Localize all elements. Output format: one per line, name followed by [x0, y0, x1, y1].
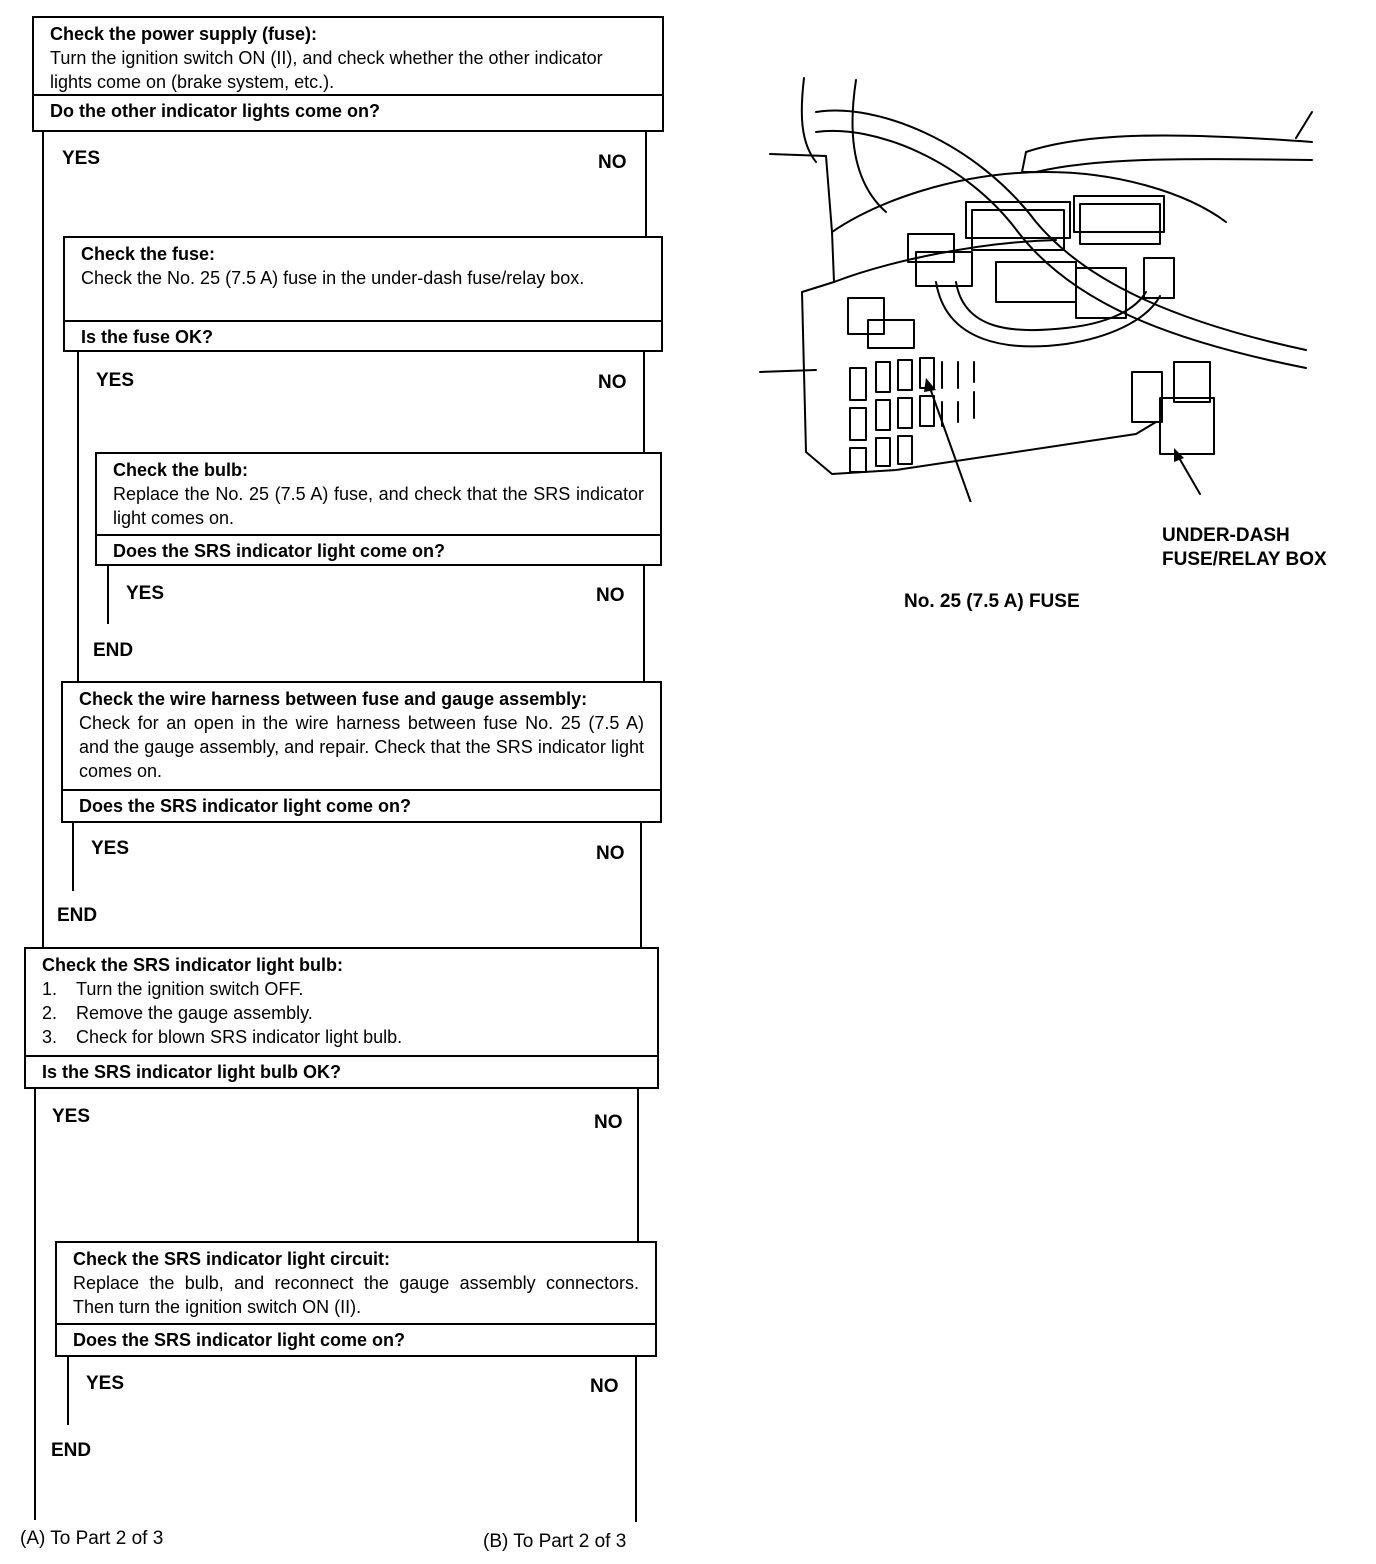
- step-power-supply-yes: YES: [62, 148, 101, 169]
- step-wire-harness-question: Does the SRS indicator light come on?: [79, 796, 412, 816]
- connector-line: [107, 566, 109, 624]
- step-check-fuse-yes: YES: [96, 370, 135, 391]
- footer-part-a: (A) To Part 2 of 3: [20, 1528, 164, 1549]
- step-wire-harness-body: Check the wire harness between fuse and …: [63, 683, 660, 791]
- step-srs-circuit-no: NO: [590, 1376, 619, 1397]
- step-srs-circuit-box: Check the SRS indicator light circuit: R…: [55, 1241, 657, 1357]
- list-item: 1.Turn the ignition switch OFF.: [42, 979, 304, 999]
- step-wire-harness-title: Check the wire harness between fuse and …: [79, 689, 588, 709]
- step-srs-bulb-body: Check the SRS indicator light bulb: 1.Tu…: [26, 949, 657, 1057]
- step-srs-circuit-text: Replace the bulb, and reconnect the gaug…: [73, 1273, 639, 1317]
- step-wire-harness-text: Check for an open in the wire harness be…: [79, 713, 644, 781]
- step-wire-harness-no: NO: [596, 843, 625, 864]
- step-check-fuse-no: NO: [598, 372, 627, 393]
- step-check-bulb-box: Check the bulb: Replace the No. 25 (7.5 …: [95, 452, 662, 566]
- callout-under-dash-line1: UNDER-DASH: [1162, 525, 1290, 546]
- step-srs-bulb-question: Is the SRS indicator light bulb OK?: [42, 1062, 342, 1082]
- step-check-bulb-yes: YES: [126, 583, 165, 604]
- list-item: 3.Check for blown SRS indicator light bu…: [42, 1027, 403, 1047]
- footer-part-b: (B) To Part 2 of 3: [483, 1531, 627, 1552]
- step-check-fuse-box: Check the fuse: Check the No. 25 (7.5 A)…: [63, 236, 663, 352]
- fuse-relay-box-illustration: [759, 77, 1313, 502]
- step-srs-circuit-yes: YES: [86, 1373, 125, 1394]
- step-check-bulb-text: Replace the No. 25 (7.5 A) fuse, and che…: [113, 484, 644, 528]
- step-wire-harness-box: Check the wire harness between fuse and …: [61, 681, 662, 823]
- connector-line: [67, 1357, 69, 1425]
- step-check-bulb-no: NO: [596, 585, 625, 606]
- connector-line: [42, 132, 44, 948]
- step-srs-circuit-question: Does the SRS indicator light come on?: [73, 1330, 406, 1350]
- step-wire-harness-yes: YES: [91, 838, 130, 859]
- step-srs-circuit-title: Check the SRS indicator light circuit:: [73, 1249, 391, 1269]
- step-power-supply-no: NO: [598, 152, 627, 173]
- step-power-supply-title: Check the power supply (fuse):: [50, 24, 318, 44]
- connector-line: [635, 1357, 637, 1522]
- connector-line: [637, 1089, 639, 1242]
- step-check-fuse-title: Check the fuse:: [81, 244, 216, 264]
- step-check-bulb-end: END: [93, 640, 134, 661]
- step-srs-bulb-yes: YES: [52, 1106, 91, 1127]
- step-power-supply-question: Do the other indicator lights come on?: [50, 101, 381, 121]
- connector-line: [643, 352, 645, 454]
- step-srs-circuit-end: END: [51, 1440, 92, 1461]
- callout-fuse-no25: No. 25 (7.5 A) FUSE: [904, 591, 1080, 612]
- step-srs-circuit-body: Check the SRS indicator light circuit: R…: [57, 1243, 655, 1325]
- connector-line: [643, 566, 645, 682]
- callout-under-dash-line2: FUSE/RELAY BOX: [1162, 549, 1327, 570]
- step-power-supply-body: Check the power supply (fuse): Turn the …: [34, 18, 662, 96]
- connector-line: [77, 352, 79, 682]
- callout-under-dash-fuse-relay-box: UNDER-DASH FUSE/RELAY BOX: [1162, 524, 1327, 572]
- step-wire-harness-end: END: [57, 905, 98, 926]
- list-item: 2.Remove the gauge assembly.: [42, 1003, 313, 1023]
- step-check-fuse-body: Check the fuse: Check the No. 25 (7.5 A)…: [65, 238, 661, 322]
- step-srs-bulb-box: Check the SRS indicator light bulb: 1.Tu…: [24, 947, 659, 1089]
- step-check-bulb-title: Check the bulb:: [113, 460, 249, 480]
- step-srs-bulb-no: NO: [594, 1112, 623, 1133]
- connector-line: [34, 1089, 36, 1520]
- step-check-bulb-body: Check the bulb: Replace the No. 25 (7.5 …: [97, 454, 660, 536]
- step-srs-bulb-list: 1.Turn the ignition switch OFF. 2.Remove…: [42, 977, 641, 1049]
- connector-line: [72, 823, 74, 891]
- step-check-bulb-question: Does the SRS indicator light come on?: [113, 541, 446, 561]
- connector-line: [645, 132, 647, 238]
- step-check-fuse-text: Check the No. 25 (7.5 A) fuse in the und…: [81, 268, 585, 288]
- step-check-fuse-question: Is the fuse OK?: [81, 327, 214, 347]
- step-power-supply-text: Turn the ignition switch ON (II), and ch…: [50, 48, 603, 92]
- connector-line: [640, 823, 642, 949]
- step-power-supply-box: Check the power supply (fuse): Turn the …: [32, 16, 664, 132]
- step-srs-bulb-title: Check the SRS indicator light bulb:: [42, 955, 344, 975]
